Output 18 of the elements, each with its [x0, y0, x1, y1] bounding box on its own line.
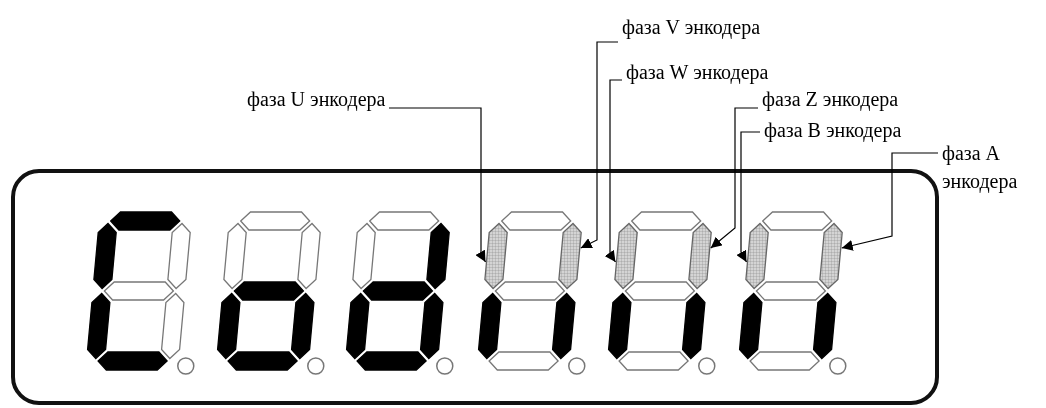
leader-arrow — [736, 131, 761, 263]
display-segment — [558, 222, 582, 290]
display-segment — [745, 222, 769, 290]
leader-arrow — [841, 152, 939, 251]
display-segment — [819, 222, 843, 290]
callout-label: фаза V энкодера — [622, 15, 761, 41]
callout-label: фаза A энкодера — [942, 141, 1019, 195]
callout-label: фаза Z энкодера — [762, 87, 899, 113]
leader-arrow — [604, 79, 623, 263]
display-segment — [688, 222, 712, 290]
display-segment — [614, 222, 638, 290]
leader-arrow — [388, 107, 487, 263]
leader-arrow — [580, 41, 619, 249]
display-segment — [484, 222, 508, 290]
callout-label: фаза U энкодера — [247, 87, 386, 113]
callout-label: фаза B энкодера — [764, 118, 902, 144]
leader-arrow — [710, 107, 759, 249]
callout-label: фаза W энкодера — [626, 60, 769, 86]
